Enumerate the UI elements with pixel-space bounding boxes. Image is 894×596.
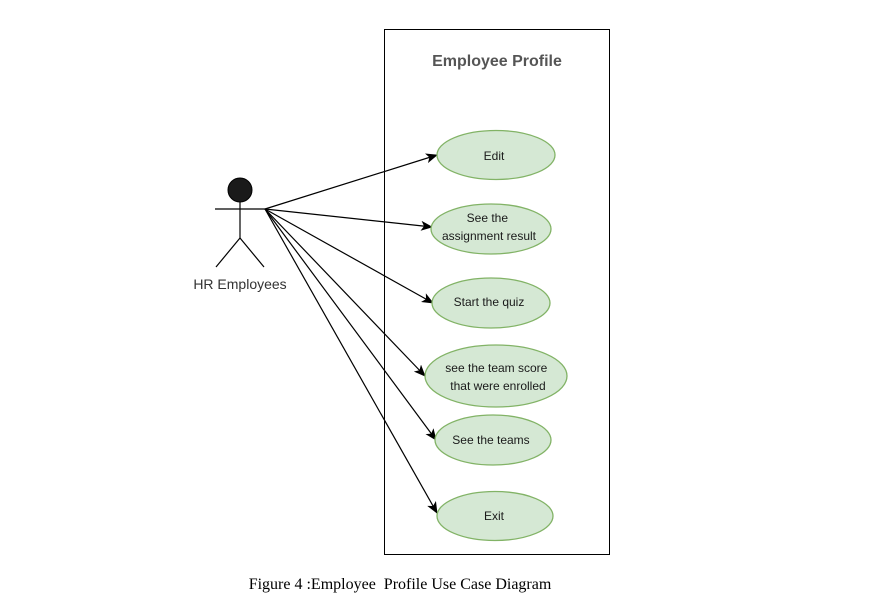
svg-text:Exit: Exit	[484, 509, 505, 523]
use-case-see-teams-line1: See the teams	[452, 433, 529, 447]
use-case-see-teams: See the teams	[434, 414, 552, 466]
use-case-edit: Edit	[436, 129, 556, 181]
use-case-edit-shape	[436, 129, 556, 181]
actor-head	[227, 177, 253, 203]
use-case-assignment-result-line2: assignment result	[442, 229, 537, 243]
system-title: Employee Profile	[432, 53, 562, 70]
use-case-exit-shape	[436, 490, 554, 542]
association-exit	[264, 208, 438, 514]
association-teams	[264, 208, 437, 441]
association-quiz	[264, 208, 434, 304]
association-teamscore	[264, 208, 426, 377]
svg-text:see the team score that: see the team score that were enrolled	[445, 361, 550, 393]
use-case-exit: Exit	[436, 490, 554, 542]
svg-text:See the assignment resul: See the assignment result	[442, 211, 537, 243]
actor-hr-employees	[215, 177, 265, 268]
figure-caption: Figure 4 :Employee Profile Use Case Diag…	[249, 576, 552, 593]
use-case-start-quiz-shape	[431, 277, 551, 329]
use-case-start-quiz-line1: Start the quiz	[454, 295, 525, 309]
actor-label: HR Employees	[193, 276, 286, 292]
use-case-edit-line1: Edit	[484, 149, 505, 163]
association-edit	[264, 153, 438, 210]
svg-text:Start the quiz: Start the quiz	[454, 295, 525, 309]
use-case-assignment-result-line1: See the	[467, 211, 509, 225]
use-case-start-quiz: Start the quiz	[431, 277, 551, 329]
svg-text:See the teams: See the teams	[452, 433, 529, 447]
actor-right-leg	[239, 237, 265, 268]
use-case-team-score-shape	[424, 344, 568, 408]
actor-left-leg	[215, 237, 241, 268]
use-case-team-score: see the team score that were enrolled	[424, 344, 568, 408]
use-case-team-score-line1: see the team score	[445, 361, 547, 375]
use-case-exit-line1: Exit	[484, 509, 505, 523]
association-assignment	[264, 208, 433, 231]
associations	[264, 153, 438, 514]
svg-text:Edit: Edit	[484, 149, 505, 163]
use-case-assignment-result: See the assignment result	[430, 203, 552, 255]
use-case-assignment-result-shape	[430, 203, 552, 255]
use-case-see-teams-shape	[434, 414, 552, 466]
use-case-team-score-line2: that were enrolled	[450, 379, 545, 393]
